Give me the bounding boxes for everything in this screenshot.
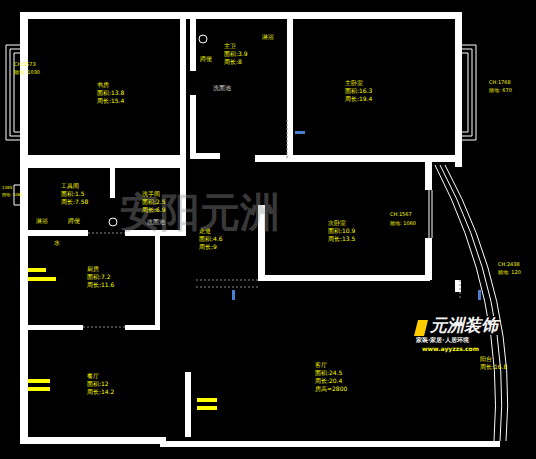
- bay-windows: [6, 45, 508, 441]
- room-area: 面积:10.9: [328, 228, 355, 235]
- logo-slogan: 家装·家居·人居环境: [416, 337, 469, 344]
- room-perimeter: 周长:20.4: [315, 378, 342, 385]
- window-note: 踏地: 1060: [2, 193, 23, 197]
- window-note: CH:1768: [489, 80, 511, 86]
- room-name: 主卫: [224, 43, 236, 50]
- window-note: 踏地: 1060: [390, 221, 416, 227]
- room-name: 餐厅: [87, 373, 99, 380]
- room-perimeter: 周长:7.58: [61, 199, 88, 206]
- room-area: 面积:7.2: [87, 274, 111, 281]
- room-name: 阳台: [480, 356, 492, 363]
- room-area: 面积:3.9: [224, 51, 248, 58]
- room-name: 次卧室: [328, 220, 346, 227]
- window-note: CH:1573: [14, 62, 36, 68]
- fixture-label: 洗面池: [213, 85, 231, 92]
- fixture-label: 洗面池: [147, 219, 165, 226]
- fixture-label: 蹲便: [200, 56, 212, 63]
- logo-mark: [414, 320, 428, 336]
- room-name: 洗手间: [142, 191, 160, 198]
- window-note: 踏地: 670: [489, 88, 512, 94]
- room-name: 工具间: [61, 183, 79, 190]
- window-note: CH:1567: [390, 212, 412, 218]
- door-lines: [83, 120, 460, 327]
- room-area: 面积:1.5: [61, 191, 85, 198]
- fixture-label: 蹲便: [68, 218, 80, 225]
- fixture-label: 水: [54, 240, 60, 247]
- room-perimeter: 周长:6.9: [142, 207, 166, 214]
- fixture-label: 淋浴: [36, 218, 48, 225]
- room-area: 面积:2.5: [142, 199, 166, 206]
- room-name: 客厅: [315, 362, 327, 369]
- logo-url: www.ayyzzs.com: [422, 346, 479, 353]
- room-area: 面积:12: [87, 381, 109, 388]
- room-perimeter: 周长:16.8: [480, 364, 507, 371]
- window-note: 踏地: 120: [498, 270, 521, 276]
- room-perimeter: 周长:13.5: [328, 236, 355, 243]
- walls: [20, 12, 500, 447]
- room-perimeter: 周长:9: [199, 244, 217, 251]
- window-note: 踏地: 1030: [14, 70, 40, 76]
- room-area: 面积:24.5: [315, 370, 342, 377]
- room-perimeter: 周长:15.4: [97, 98, 124, 105]
- room-name: 走道: [199, 228, 211, 235]
- room-perimeter: 周长:14.2: [87, 389, 114, 396]
- room-name: 主卧室: [345, 80, 363, 87]
- window-bars: [28, 268, 217, 410]
- fixture-label: 淋浴: [262, 34, 274, 41]
- room-perimeter: 周长:8: [224, 59, 242, 66]
- logo-text: 元洲装饰: [430, 316, 498, 335]
- room-perimeter: 周长:11.6: [87, 282, 114, 289]
- room-name: 厨房: [87, 266, 99, 273]
- room-area: 面积:16.3: [345, 88, 372, 95]
- room-area: 面积:13.8: [97, 90, 124, 97]
- window-note: 1385: [2, 186, 12, 190]
- room-area: 面积:4.6: [199, 236, 223, 243]
- room-name: 书房: [97, 82, 109, 89]
- window-note: CH:2438: [498, 262, 520, 268]
- room-perimeter: 周长:19.4: [345, 96, 372, 103]
- room-height: 房高=2800: [315, 386, 347, 393]
